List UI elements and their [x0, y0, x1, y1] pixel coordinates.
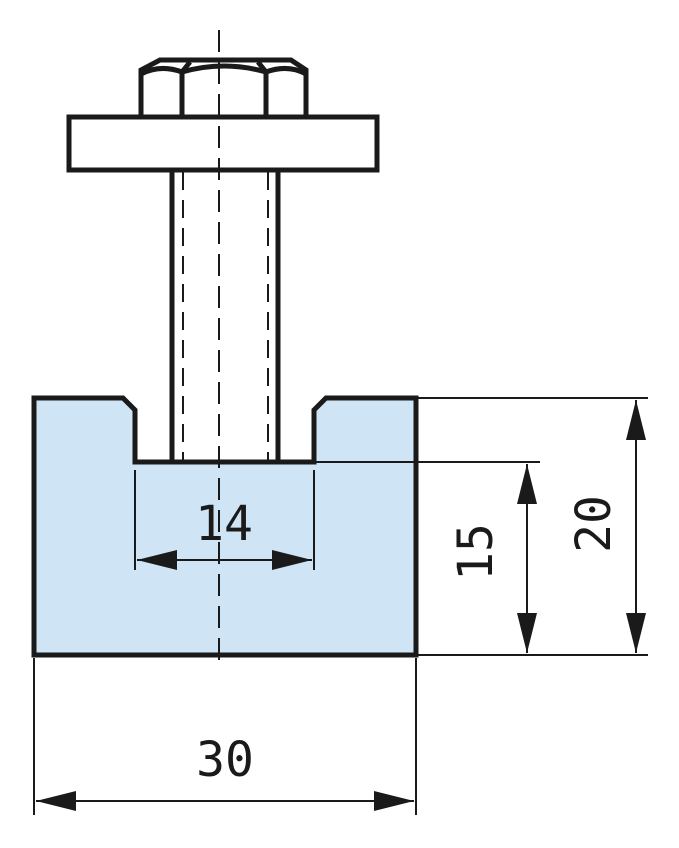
hex-nut — [138, 57, 309, 115]
dimension-block-height: 20 — [418, 397, 648, 653]
label-block-width: 30 — [196, 732, 254, 788]
dimension-block-width: 30 — [33, 658, 417, 815]
washer-plate — [66, 114, 380, 173]
label-slot-depth: 15 — [448, 523, 504, 581]
bolt-shank — [169, 172, 281, 462]
label-block-height: 20 — [566, 495, 622, 553]
dimension-slot-width: 14 — [134, 470, 315, 570]
label-slot-width: 14 — [195, 496, 253, 552]
dimension-slot-depth: 15 — [316, 461, 648, 656]
